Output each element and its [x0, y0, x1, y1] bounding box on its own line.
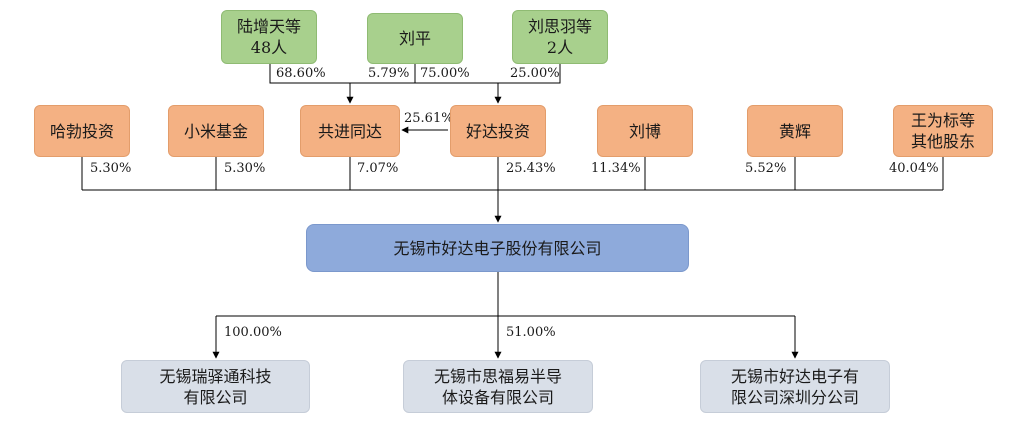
node-ruiyi-tech: 无锡瑞驿通科技 有限公司 [121, 360, 310, 413]
node-liu-ping: 刘平 [367, 13, 463, 64]
pct-haoda-to-gongjin: 25.61% [404, 111, 454, 126]
node-gongjin-tongda: 共进同达 [300, 105, 400, 157]
line-liusiyu-to-haoda [498, 64, 561, 84]
pct-gongjin: 7.07% [357, 161, 399, 176]
node-wang-weibiao: 王为标等 其他股东 [893, 105, 993, 157]
pct-sifu: 51.00% [506, 325, 556, 340]
node-haoda-investment: 好达投资 [450, 105, 546, 157]
pct-ruiyi: 100.00% [224, 325, 282, 340]
pct-liubo: 11.34% [591, 161, 641, 176]
pct-liuping-to-gongjin: 5.79% [368, 66, 410, 81]
line-lu-to-gongjin [269, 64, 350, 84]
pct-wang: 40.04% [889, 161, 939, 176]
node-sifu-semiconductor: 无锡市思福易半导 体设备有限公司 [403, 360, 593, 413]
node-liu-bo: 刘博 [597, 105, 693, 157]
node-haba-investment: 哈勃投资 [34, 105, 130, 157]
pct-huanghui: 5.52% [745, 161, 787, 176]
node-shenzhen-branch: 无锡市好达电子有 限公司深圳分公司 [700, 360, 890, 413]
node-xiaomi-fund: 小米基金 [168, 105, 264, 157]
pct-xiaomi: 5.30% [224, 161, 266, 176]
node-liu-siyu: 刘思羽等 2人 [512, 10, 608, 64]
node-company: 无锡市好达电子股份有限公司 [306, 224, 689, 272]
pct-haoda: 25.43% [506, 161, 556, 176]
node-lu-zengtian: 陆增天等 48人 [221, 10, 317, 64]
pct-lu-to-gongjin: 68.60% [276, 66, 326, 81]
pct-liuping-to-haoda: 75.00% [420, 66, 470, 81]
pct-haba: 5.30% [90, 161, 132, 176]
pct-liusiyu-to-haoda: 25.00% [510, 66, 560, 81]
node-huang-hui: 黄辉 [747, 105, 843, 157]
